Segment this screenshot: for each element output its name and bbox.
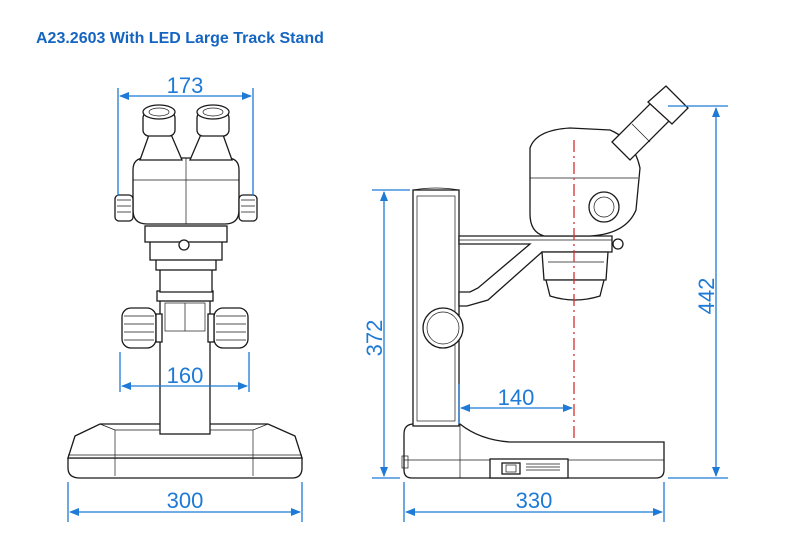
page-title: A23.2603 With LED Large Track Stand bbox=[36, 30, 324, 47]
dimension-column-height: 372 bbox=[362, 189, 410, 479]
dimension-label-column-height: 372 bbox=[362, 320, 387, 357]
dimension-head-width: 173 bbox=[117, 73, 254, 196]
dimension-label-arm-reach: 140 bbox=[498, 385, 535, 410]
front-view-microscope bbox=[67, 104, 303, 479]
side-view-microscope bbox=[401, 85, 689, 479]
dimension-base-width: 300 bbox=[67, 482, 303, 522]
dimension-label-base-depth: 330 bbox=[516, 488, 553, 513]
dimension-column-width: 160 bbox=[119, 352, 250, 392]
dimension-label-column-width: 160 bbox=[167, 363, 204, 388]
dimension-label-base-width: 300 bbox=[167, 488, 204, 513]
dimension-arm-reach: 140 bbox=[458, 384, 573, 424]
dimension-base-depth: 330 bbox=[403, 482, 665, 522]
dimension-label-total-height: 442 bbox=[694, 278, 719, 315]
dimension-label-head-width: 173 bbox=[167, 73, 204, 98]
dimension-total-height: 442 bbox=[668, 105, 728, 479]
